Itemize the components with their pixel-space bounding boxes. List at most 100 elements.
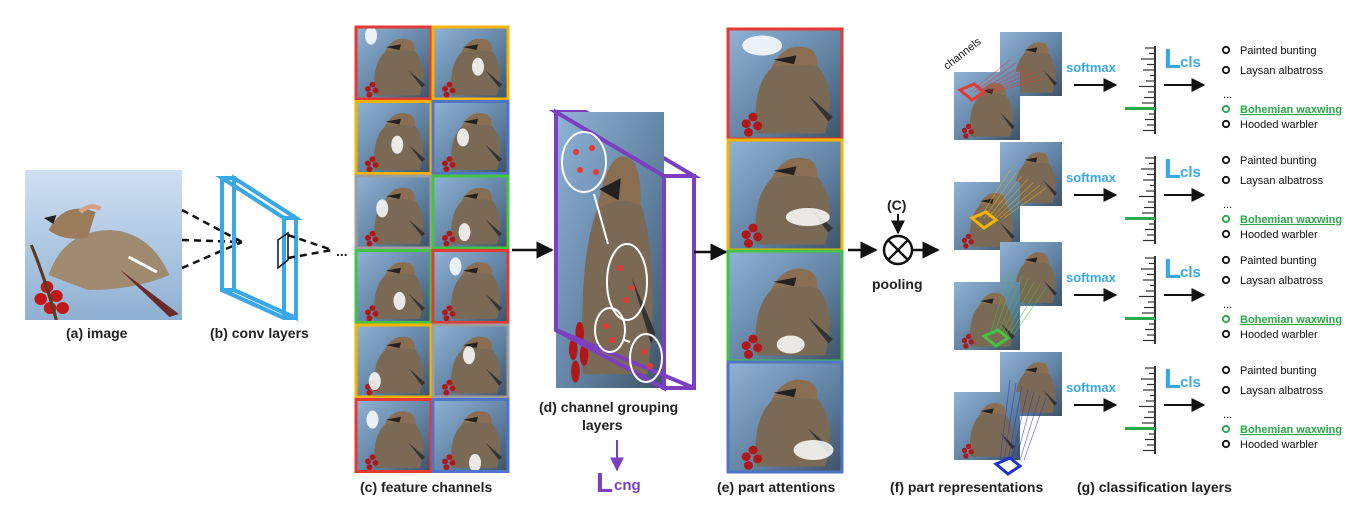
class-label: Painted bunting [1240, 155, 1316, 167]
class-marker [1221, 424, 1231, 434]
class-ellipsis: ... [1223, 199, 1232, 211]
caption-classification: (g) classification layers [1077, 479, 1232, 495]
class-marker [1221, 45, 1231, 55]
softmax-label: softmax [1066, 60, 1117, 75]
activation-blob [376, 199, 389, 218]
loss-cls-letter: L [1164, 363, 1181, 394]
class-label: Laysan albatross [1240, 385, 1324, 397]
activation-blob [458, 223, 471, 242]
projection-hatch [1003, 187, 1047, 219]
activation-blob [472, 57, 484, 76]
projection-hatch [1005, 281, 1035, 335]
projection-hatch [987, 175, 1023, 219]
class-marker [1221, 65, 1231, 75]
caption-grouping-1: (d) channel grouping [539, 399, 678, 415]
projection-hatch [991, 178, 1029, 219]
projection-hatch [997, 275, 1023, 335]
caption-conv: (b) conv layers [210, 325, 309, 341]
feature-channel-border [354, 398, 433, 473]
class-label: Hooded warbler [1240, 439, 1318, 451]
softmax-label: softmax [1066, 170, 1117, 185]
activation-blob [391, 135, 404, 154]
class-marker [1221, 214, 1231, 224]
projection-hatch [993, 272, 1017, 335]
projection-hatch [979, 169, 1011, 219]
conv-kernel-icon [277, 231, 289, 270]
projection-hatch [969, 59, 1011, 93]
caption-image: (a) image [66, 325, 128, 341]
class-marker [1221, 365, 1231, 375]
class-marker [1221, 155, 1231, 165]
projection-hatch [1011, 388, 1029, 461]
class-ellipsis: ... [1223, 89, 1232, 101]
feature-channel-border [354, 249, 433, 324]
class-label: Painted bunting [1240, 45, 1316, 57]
class-label: Painted bunting [1240, 365, 1316, 377]
projection-hatch [1003, 382, 1017, 461]
class-marker [1221, 385, 1231, 395]
loss-cls-letter: L [1164, 253, 1181, 284]
class-label-highlight: Bohemian waxwing [1240, 314, 1342, 326]
feature-channel-tile [433, 27, 508, 99]
activation-blob [368, 372, 381, 391]
projection-hatch [999, 379, 1011, 461]
projection-hatch [1009, 284, 1041, 335]
feature-channel-border [354, 25, 433, 101]
part-attentions-stack [726, 27, 844, 474]
softmax-label: softmax [1066, 380, 1117, 395]
grouping-arrows [573, 145, 653, 369]
feature-channel-tile [433, 176, 508, 248]
feature-channel-tile [356, 176, 431, 248]
projection-hatch [981, 68, 1029, 93]
class-marker [1221, 229, 1231, 239]
part-rep-image-front [954, 182, 1020, 250]
conv-projection-lines [287, 233, 333, 260]
feature-channel-tile [433, 250, 508, 323]
class-label-highlight: Bohemian waxwing [1240, 424, 1342, 436]
part-attention-tile [728, 140, 842, 250]
conv-layers-block [215, 174, 303, 322]
projection-hatch [1023, 397, 1047, 461]
softmax-label: softmax [1066, 270, 1117, 285]
loss-cls-subscript: cls [1180, 374, 1201, 391]
caption-feature: (c) feature channels [360, 479, 492, 495]
class-label: Hooded warbler [1240, 229, 1318, 241]
activation-blob [449, 257, 462, 276]
class-label: Laysan albatross [1240, 275, 1324, 287]
part-region-outline [969, 210, 999, 230]
channel-grouping-block [548, 108, 702, 392]
class-marker [1221, 104, 1231, 114]
feature-channel-border [431, 100, 510, 175]
activation-blob [469, 453, 481, 472]
projection-hatch [1007, 385, 1023, 461]
activation-blob [463, 346, 475, 365]
pooling-operator [882, 234, 914, 266]
feature-channels-grid [354, 25, 510, 473]
loss-cls-subscript: cls [1180, 164, 1201, 181]
class-ellipsis: ... [1223, 299, 1232, 311]
attention-blob [742, 35, 783, 56]
grouping-circles [561, 131, 663, 383]
feature-channel-border [354, 174, 433, 250]
loss-cls-letter: L [1164, 43, 1181, 74]
activation-blob [393, 291, 406, 310]
projection-hatch [973, 62, 1017, 93]
feature-channel-border [431, 249, 510, 324]
class-marker [1221, 275, 1231, 285]
attention-blob [793, 440, 834, 460]
feature-channel-tile [356, 101, 431, 174]
activation-blob [366, 410, 379, 429]
class-label-highlight: Bohemian waxwing [1240, 214, 1342, 226]
feature-channel-border [431, 398, 510, 473]
projection-hatch [977, 65, 1023, 93]
pooling-label: pooling [872, 276, 923, 292]
feature-channel-border [354, 100, 433, 175]
projection-hatch [1019, 394, 1041, 461]
input-image [25, 170, 182, 320]
class-ellipsis: ... [1223, 409, 1232, 421]
concat-label: (C) [887, 197, 906, 213]
projection-hatch [993, 77, 1047, 93]
